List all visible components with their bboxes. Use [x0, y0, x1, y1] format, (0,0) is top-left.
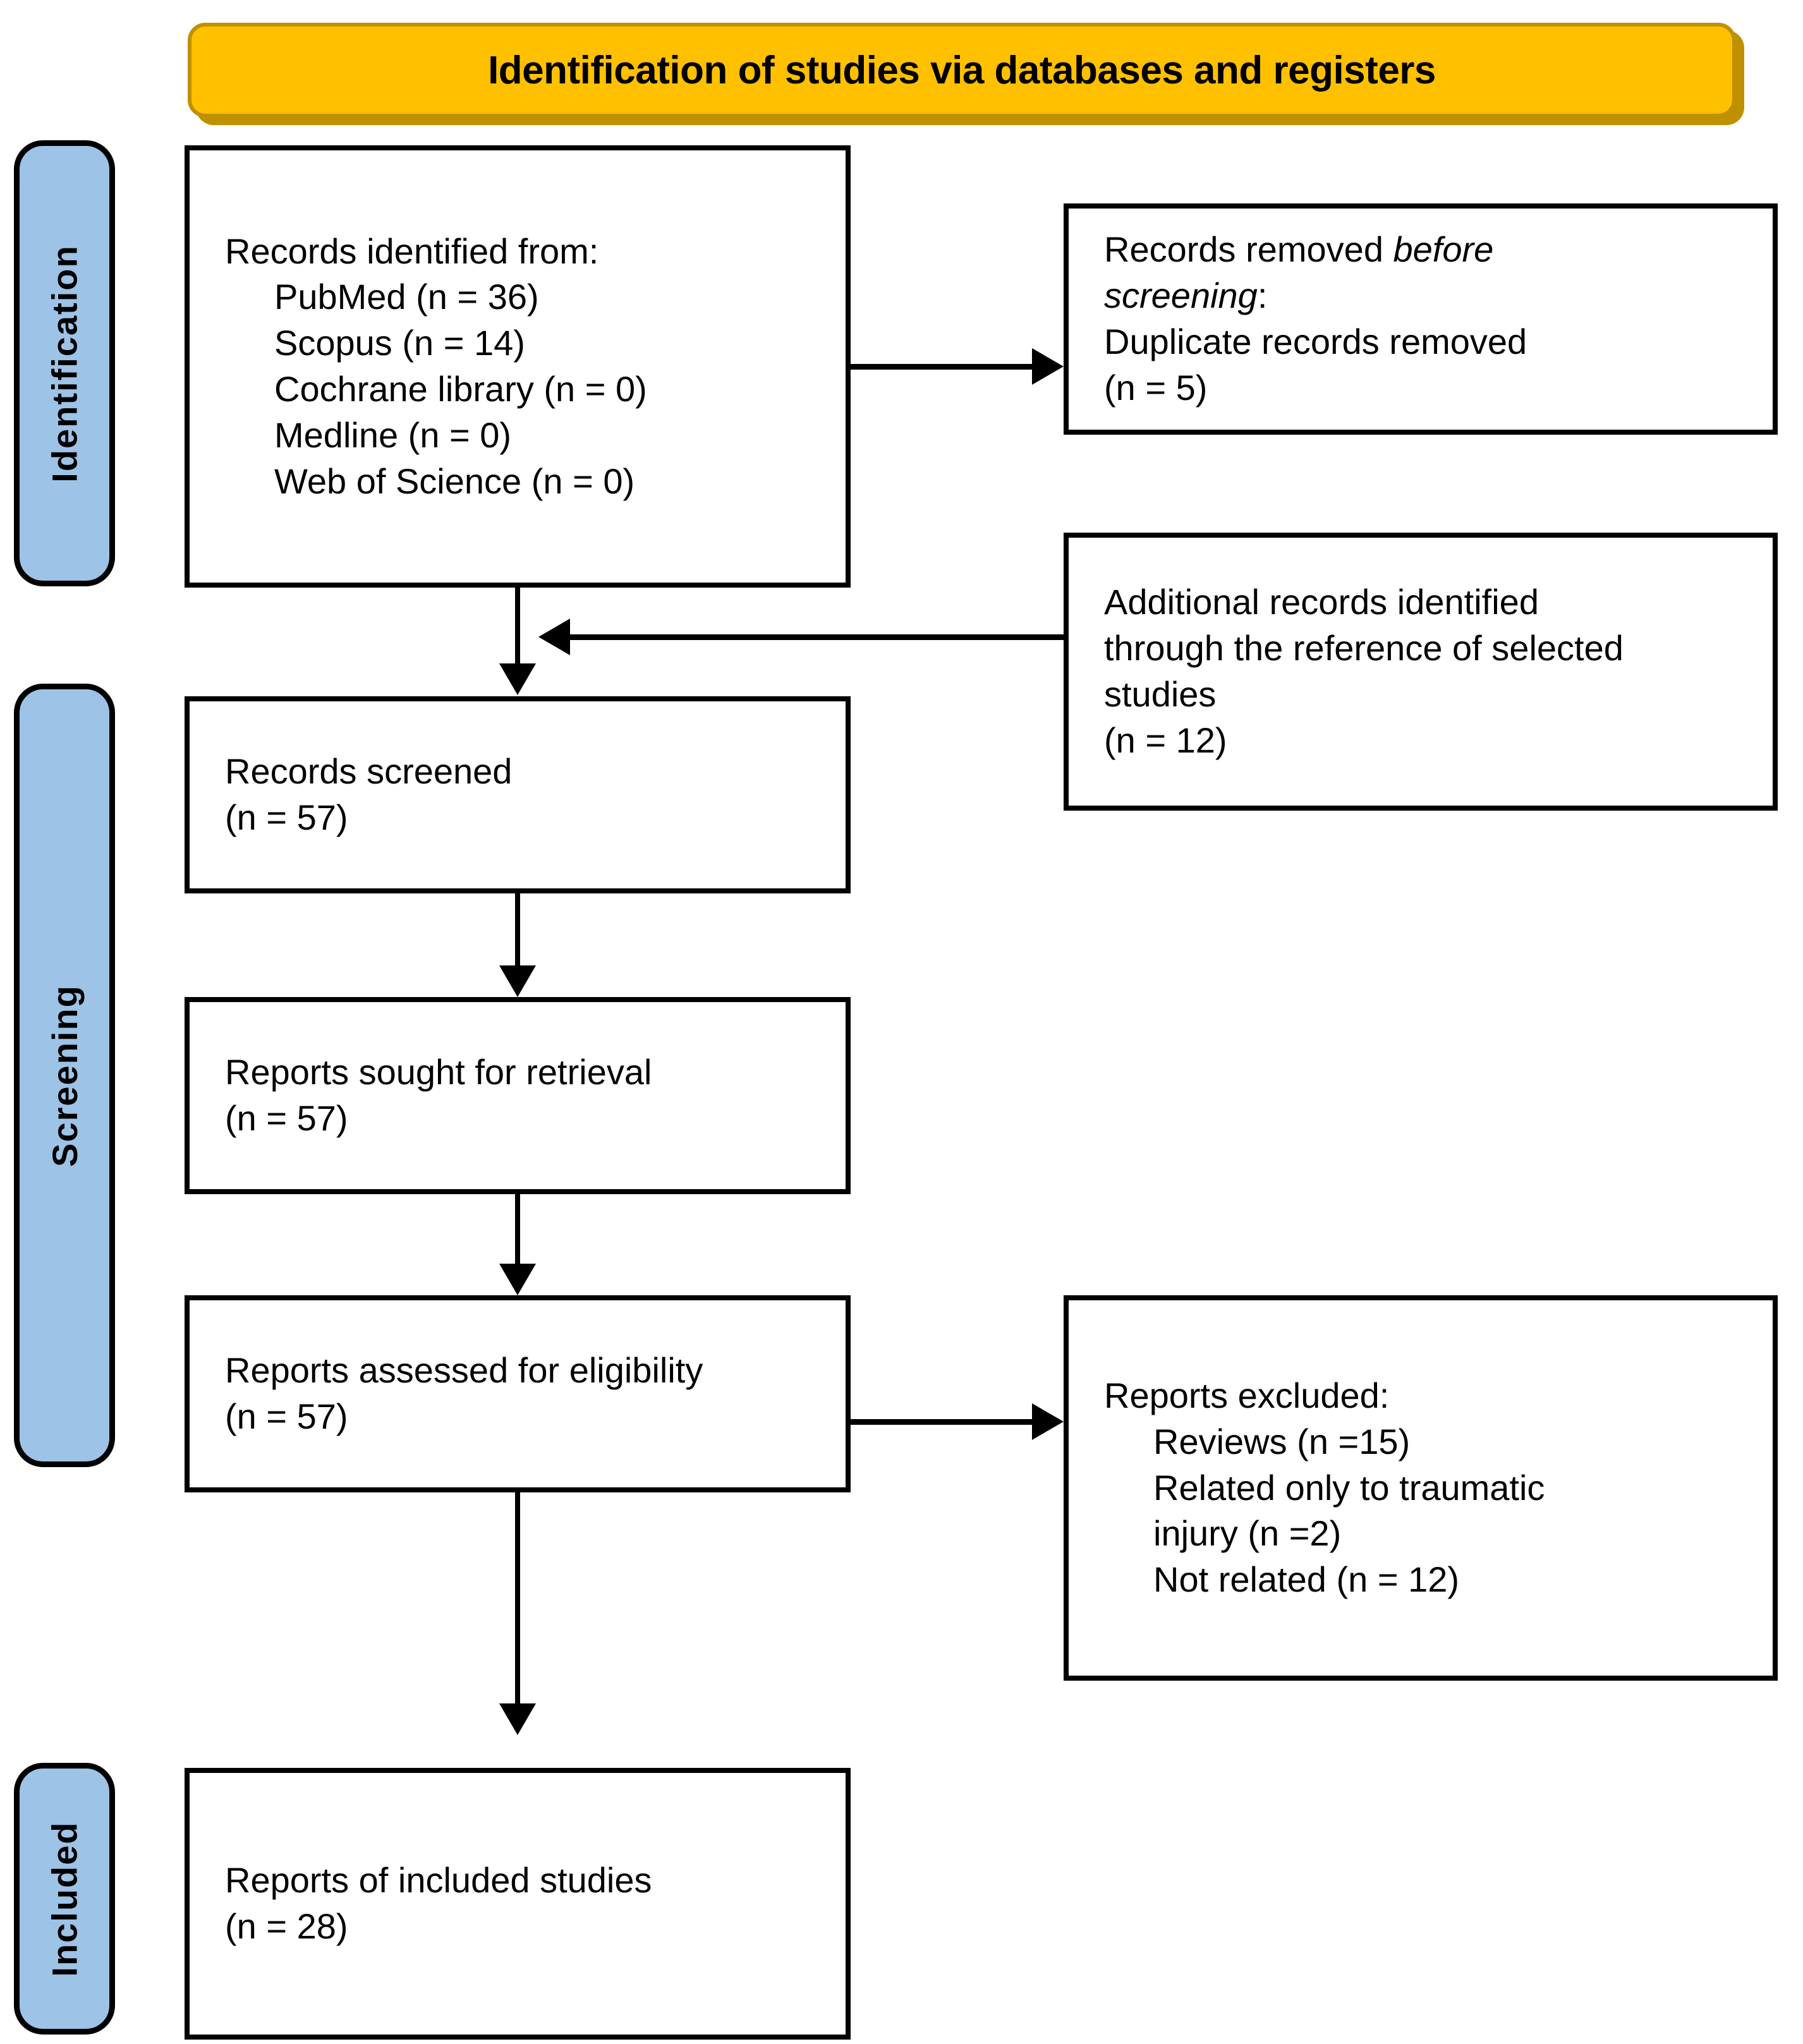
reports-excluded-item-traumatic-2: injury (n =2)	[1153, 1513, 1342, 1554]
reports-assessed-line2: (n = 57)	[225, 1396, 348, 1436]
phase-label-identification: Identification	[14, 140, 115, 586]
box-reports-included: Reports of included studies (n = 28)	[185, 1768, 851, 2040]
box-reports-sought: Reports sought for retrieval (n = 57)	[185, 997, 851, 1194]
box-reports-assessed: Reports assessed for eligibility (n = 57…	[185, 1295, 851, 1492]
connector-assessed-to-excluded	[851, 1419, 1034, 1425]
records-screened-line2: (n = 57)	[225, 797, 348, 837]
additional-records-line2: through the reference of selected	[1104, 628, 1624, 668]
reports-assessed-line1: Reports assessed for eligibility	[225, 1350, 703, 1391]
records-removed-line2-plain: :	[1257, 275, 1268, 316]
header-banner: Identification of studies via databases …	[188, 23, 1736, 118]
connector-identified-to-removed	[851, 364, 1034, 370]
arrow-identified-to-removed	[1032, 348, 1064, 385]
reports-included-line1: Reports of included studies	[225, 1860, 652, 1901]
reports-excluded-item-not-related: Not related (n = 12)	[1153, 1559, 1460, 1600]
box-additional-records: Additional records identified through th…	[1064, 533, 1778, 811]
reports-excluded-item-reviews: Reviews (n =15)	[1153, 1421, 1411, 1461]
connector-identified-to-screened	[515, 588, 520, 665]
records-removed-line1-plain: Records removed	[1104, 229, 1393, 270]
connector-assessed-to-included	[515, 1492, 520, 1705]
records-identified-item-cochrane: Cochrane library (n = 0)	[274, 369, 647, 409]
box-reports-assessed-text: Reports assessed for eligibility (n = 57…	[190, 1348, 846, 1440]
additional-records-line3: studies	[1104, 674, 1217, 714]
arrow-assessed-to-excluded	[1032, 1403, 1064, 1440]
connector-additional-to-screened	[569, 634, 1065, 640]
records-identified-item-medline: Medline (n = 0)	[274, 414, 512, 455]
connector-sought-to-assessed	[515, 1194, 520, 1265]
records-removed-line2: screening:	[1104, 273, 1773, 319]
arrow-screened-to-sought	[499, 965, 536, 997]
box-records-identified-text: Records identified from: PubMed (n = 36)…	[190, 229, 846, 505]
arrow-sought-to-assessed	[499, 1264, 536, 1295]
reports-included-line2: (n = 28)	[225, 1906, 348, 1946]
box-records-screened: Records screened (n = 57)	[185, 696, 851, 893]
header-title: Identification of studies via databases …	[488, 48, 1436, 92]
box-reports-excluded: Reports excluded: Reviews (n =15) Relate…	[1064, 1295, 1778, 1681]
records-removed-line1-italic: before	[1393, 229, 1494, 270]
box-records-screened-text: Records screened (n = 57)	[190, 749, 846, 841]
records-removed-line2-italic: screening	[1104, 275, 1258, 316]
reports-sought-line2: (n = 57)	[225, 1098, 348, 1138]
box-reports-included-text: Reports of included studies (n = 28)	[190, 1858, 846, 1950]
box-records-removed-text: Records removed before screening: Duplic…	[1069, 227, 1773, 411]
phase-label-included: Included	[14, 1763, 115, 2035]
records-removed-line4: (n = 5)	[1104, 367, 1208, 408]
box-records-identified: Records identified from: PubMed (n = 36)…	[185, 145, 851, 588]
phase-label-included-text: Included	[44, 1820, 85, 1977]
reports-sought-line1: Reports sought for retrieval	[225, 1052, 652, 1092]
records-identified-item-pubmed: PubMed (n = 36)	[274, 277, 539, 317]
reports-excluded-title: Reports excluded:	[1104, 1376, 1390, 1415]
phase-label-identification-text: Identification	[44, 244, 85, 483]
arrow-additional-to-screened	[538, 619, 570, 655]
reports-excluded-item-traumatic-1: Related only to traumatic	[1153, 1467, 1545, 1508]
records-removed-line1: Records removed before	[1104, 227, 1773, 273]
phase-label-screening: Screening	[14, 684, 115, 1467]
box-additional-records-text: Additional records identified through th…	[1069, 579, 1773, 763]
records-identified-item-scopus: Scopus (n = 14)	[274, 323, 525, 363]
records-removed-line3: Duplicate records removed	[1104, 322, 1527, 361]
box-reports-excluded-text: Reports excluded: Reviews (n =15) Relate…	[1069, 1373, 1773, 1603]
arrow-identified-to-screened	[499, 663, 536, 695]
connector-screened-to-sought	[515, 893, 520, 967]
additional-records-line1: Additional records identified	[1104, 582, 1539, 622]
records-identified-title: Records identified from:	[225, 231, 599, 271]
box-records-removed: Records removed before screening: Duplic…	[1064, 203, 1778, 435]
phase-label-screening-text: Screening	[44, 984, 85, 1167]
arrow-assessed-to-included	[499, 1703, 536, 1735]
records-screened-line1: Records screened	[225, 751, 513, 792]
box-reports-sought-text: Reports sought for retrieval (n = 57)	[190, 1049, 846, 1142]
records-identified-item-wos: Web of Science (n = 0)	[274, 461, 635, 501]
additional-records-line4: (n = 12)	[1104, 720, 1227, 760]
